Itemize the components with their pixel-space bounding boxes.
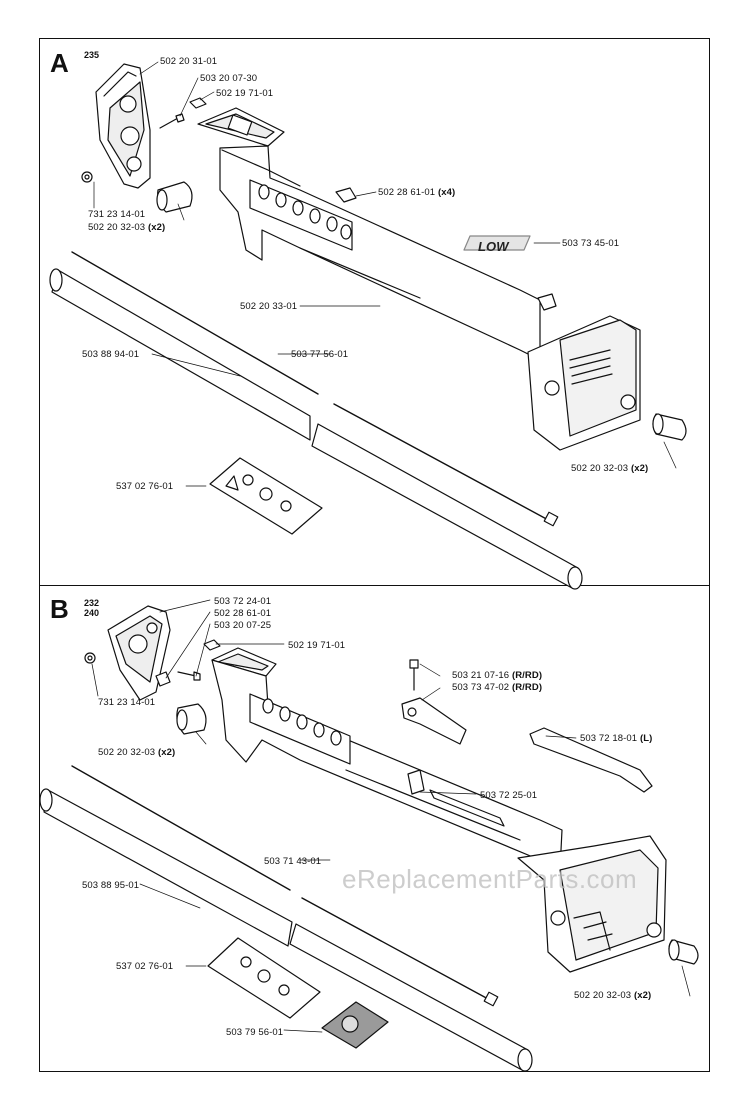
label-shaft-b: 503 71 43-01 (264, 856, 322, 867)
section-letter-a: A (50, 48, 69, 78)
label-screw-a: 503 20 07-30 (200, 73, 258, 84)
label-square-nut-a: 502 19 71-01 (216, 88, 274, 99)
label-decal2-b: 503 79 56-01 (226, 1027, 284, 1038)
bolt-b (409, 659, 419, 691)
tube-a (49, 268, 583, 590)
tube-b (39, 788, 533, 1072)
lever-b (529, 727, 653, 793)
nut-b (84, 652, 96, 664)
watermark: eReplacementParts.com (342, 864, 638, 894)
label-handle-a: 502 20 31-01 (160, 56, 218, 67)
label-guard-b: 503 72 25-01 (480, 790, 538, 801)
square-nut-b (203, 639, 221, 651)
model-number-b1: 232 (84, 598, 100, 608)
label-decal-low: 503 73 45-01 (562, 238, 620, 249)
bracket-b (401, 697, 467, 745)
plug-a2 (652, 413, 687, 441)
nut-a (81, 171, 93, 183)
label-screw-b: 503 20 07-25 (214, 620, 272, 631)
clip-a (335, 187, 557, 311)
label-plug-b2: 502 20 32-03 (x2) (574, 990, 652, 1001)
label-warning-decal-a: 537 02 76-01 (116, 481, 174, 492)
label-square-nut-b: 502 19 71-01 (288, 640, 346, 651)
handle-b (107, 605, 171, 701)
plug-a1 (156, 181, 193, 213)
warning-decal-a (209, 457, 323, 535)
label-plug-b1: 502 20 32-03 (x2) (98, 747, 176, 758)
label-frame-a: 502 20 33-01 (240, 301, 298, 312)
label-nut-a: 731 23 14-01 (88, 209, 146, 220)
label-nut-b: 731 23 14-01 (98, 697, 156, 708)
screw-b (177, 671, 201, 681)
low-decal (463, 235, 531, 251)
section-letter-b: B (50, 594, 69, 624)
label-tube-a: 503 88 94-01 (82, 349, 140, 360)
model-number-a: 235 (84, 50, 100, 60)
label-handle-b: 503 72 24-01 (214, 596, 272, 607)
leader-lines-b (91, 599, 691, 1033)
label-lever-b: 503 72 18-01 (L) (580, 733, 653, 744)
leader-lines-a (93, 61, 677, 487)
decal2-b (321, 1001, 389, 1049)
label-bracket-b: 503 73 47-02 (R/RD) (452, 682, 543, 693)
label-plug-a2: 502 20 32-03 (x2) (571, 463, 649, 474)
frame-b (211, 647, 667, 973)
clip-b (155, 671, 171, 687)
label-shaft-a: 503 77 56-01 (291, 349, 349, 360)
label-tube-b: 503 88 95-01 (82, 880, 140, 891)
label-clip-a: 502 28 61-01 (x4) (378, 187, 456, 198)
label-warning-decal-b: 537 02 76-01 (116, 961, 174, 972)
panel-b (39, 586, 710, 1072)
handle-a (95, 63, 151, 189)
low-logo: LOW (478, 239, 509, 254)
guard-b (407, 769, 425, 795)
model-number-b2: 240 (84, 608, 100, 618)
frame-a (197, 107, 641, 451)
square-nut-a (189, 97, 207, 109)
label-plug-a1: 502 20 32-03 (x2) (88, 222, 166, 233)
panel-a (39, 38, 710, 586)
screw-a (159, 113, 185, 129)
warning-decal-b (207, 937, 321, 1019)
shaft-a (71, 251, 559, 527)
label-bolt-b: 503 21 07-16 (R/RD) (452, 670, 543, 681)
plug-b2 (668, 939, 699, 965)
label-clip-b: 502 28 61-01 (214, 608, 272, 619)
shaft-b (71, 765, 499, 1007)
plug-b1 (176, 703, 207, 735)
